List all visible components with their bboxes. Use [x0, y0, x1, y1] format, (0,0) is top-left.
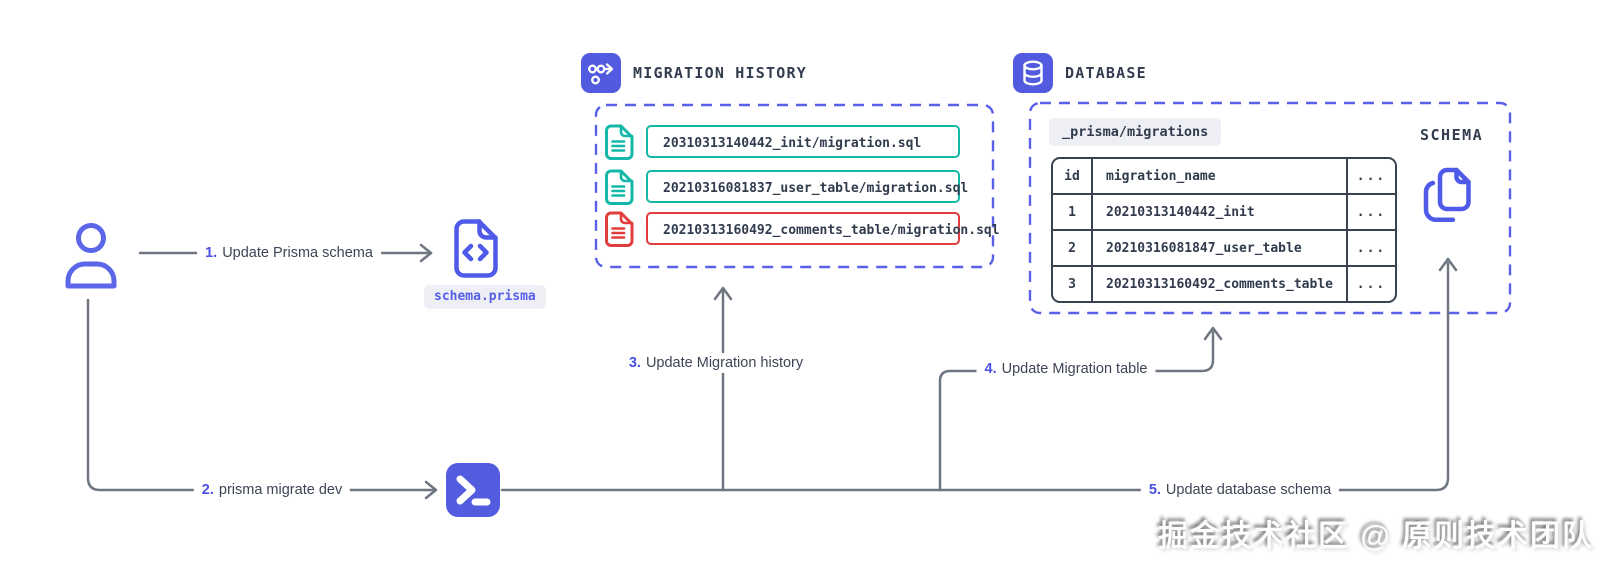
migration-file-icon-3	[605, 211, 634, 247]
header-more: ...	[1346, 159, 1395, 193]
person-icon	[65, 223, 117, 289]
cell-name: 20210313140442_init	[1106, 204, 1255, 220]
step-number: 1.	[205, 245, 218, 261]
step-number: 4.	[984, 361, 997, 377]
arrow-5-line	[500, 261, 1450, 492]
migration-history-title: MIGRATION HISTORY	[633, 64, 807, 82]
step-label-2: 2.prisma migrate dev	[193, 480, 351, 500]
header-name: migration_name	[1106, 168, 1216, 184]
arrow-2-line	[86, 298, 437, 492]
migration-file-icon-2	[605, 169, 634, 205]
cell-more: ...	[1346, 231, 1395, 265]
schema-prisma-label: schema.prisma	[424, 285, 546, 309]
cell-name: 20210316081847_user_table	[1106, 240, 1302, 256]
watermark: 掘金技术社区 @ 原则技术团队	[1158, 520, 1594, 553]
migration-file-box-3: 20210313160492_comments_table/migration.…	[646, 212, 1000, 245]
arrow-4-line	[938, 330, 1215, 492]
step-number: 2.	[201, 482, 214, 498]
step-text: Update Migration history	[645, 355, 804, 371]
cell-name: 20210313160492_comments_table	[1106, 276, 1333, 292]
migrations-table-name-chip: _prisma/migrations	[1049, 118, 1222, 146]
cell-id: 2	[1053, 231, 1093, 265]
arrow-4-head-icon	[1203, 326, 1223, 341]
cell-id: 1	[1053, 195, 1093, 229]
step-label-5: 5.Update database schema	[1140, 480, 1340, 500]
database-panel-border	[1028, 101, 1512, 315]
schema-files-icon	[1423, 167, 1471, 223]
table-row: 3 20210313160492_comments_table ...	[1053, 265, 1395, 301]
schema-prisma-file-icon	[454, 219, 498, 278]
schema-label: SCHEMA	[1420, 126, 1484, 144]
step-number: 3.	[628, 355, 641, 371]
step-text: Update Migration table	[1001, 361, 1148, 377]
database-title: DATABASE	[1065, 64, 1147, 82]
migration-file-box-2: 20210316081837_user_table/migration.sql	[646, 170, 968, 203]
db-cylinder-icon	[1023, 60, 1043, 86]
table-row: 1 20210313140442_init ...	[1053, 193, 1395, 229]
step-label-4: 4.Update Migration table	[976, 359, 1156, 379]
arrow-2-head-icon	[424, 480, 438, 500]
arrow-1-head-icon	[419, 243, 433, 263]
table-row: 2 20210316081847_user_table ...	[1053, 229, 1395, 265]
migration-file-box-1: 20310313140442_init/migration.sql	[646, 125, 960, 158]
git-graph-icon	[587, 63, 614, 85]
migrations-table: id migration_name ... 1 20210313140442_i…	[1051, 157, 1397, 303]
database-icon	[1013, 53, 1053, 93]
cell-more: ...	[1346, 195, 1395, 229]
migration-history-icon	[581, 53, 621, 93]
table-header-row: id migration_name ...	[1053, 159, 1395, 193]
step-text: Update Prisma schema	[222, 245, 373, 261]
migration-file-icon-1	[605, 124, 634, 160]
arrow-5-head-icon	[1438, 257, 1458, 272]
cell-more: ...	[1346, 267, 1395, 301]
step-text: Update database schema	[1165, 482, 1332, 498]
migration-history-panel-border	[594, 103, 995, 269]
terminal-icon	[446, 463, 500, 517]
step-text: prisma migrate dev	[218, 482, 343, 498]
header-id: id	[1053, 159, 1093, 193]
step-number: 5.	[1148, 482, 1161, 498]
cell-id: 3	[1053, 267, 1093, 301]
step-label-1: 1.Update Prisma schema	[197, 243, 381, 263]
step-label-3: 3.Update Migration history	[620, 353, 812, 373]
arrow-3-head-icon	[713, 286, 733, 301]
